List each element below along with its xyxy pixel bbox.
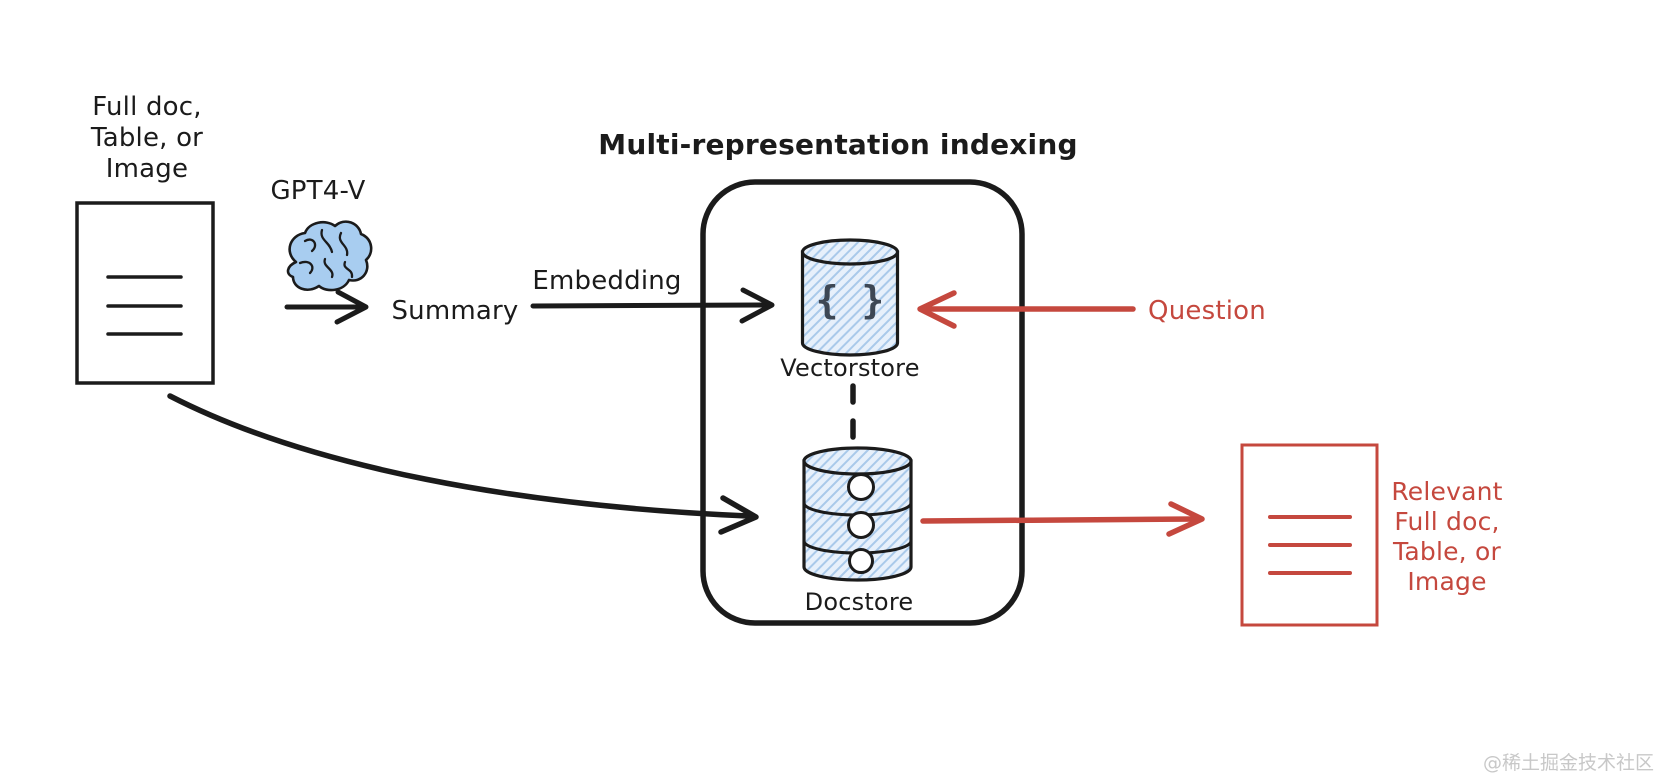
arrow-doc-to-docstore bbox=[167, 393, 759, 535]
arrow-summary-to-vectorstore bbox=[530, 287, 775, 324]
arrow-doc-to-summary bbox=[284, 289, 369, 325]
summary-label: Summary bbox=[391, 296, 519, 326]
indexing-container-box bbox=[700, 179, 1025, 626]
vectorstore-cylinder: { } bbox=[800, 238, 900, 357]
docstore-label: Docstore bbox=[804, 588, 914, 616]
result-document-icon bbox=[1240, 443, 1379, 627]
docstore-cylinder bbox=[802, 446, 913, 582]
source-doc-label: Full doc, Table, or Image bbox=[90, 92, 204, 184]
site-watermark: @稀土掘金技术社区 bbox=[1482, 752, 1654, 774]
diagram-title: Multi-representation indexing bbox=[598, 128, 1078, 161]
vectorstore-label: Vectorstore bbox=[780, 354, 920, 382]
question-label: Question bbox=[1148, 296, 1266, 326]
json-brace-glyph: { } bbox=[816, 278, 885, 322]
result-arrow bbox=[920, 501, 1205, 537]
question-arrow bbox=[917, 290, 1136, 329]
brain-icon bbox=[286, 220, 373, 292]
result-doc-label: Relevant Full doc, Table, or Image bbox=[1391, 477, 1503, 596]
embedding-label: Embedding bbox=[532, 266, 682, 296]
source-document-icon bbox=[75, 201, 215, 385]
gpt4v-label: GPT4-V bbox=[270, 176, 366, 206]
